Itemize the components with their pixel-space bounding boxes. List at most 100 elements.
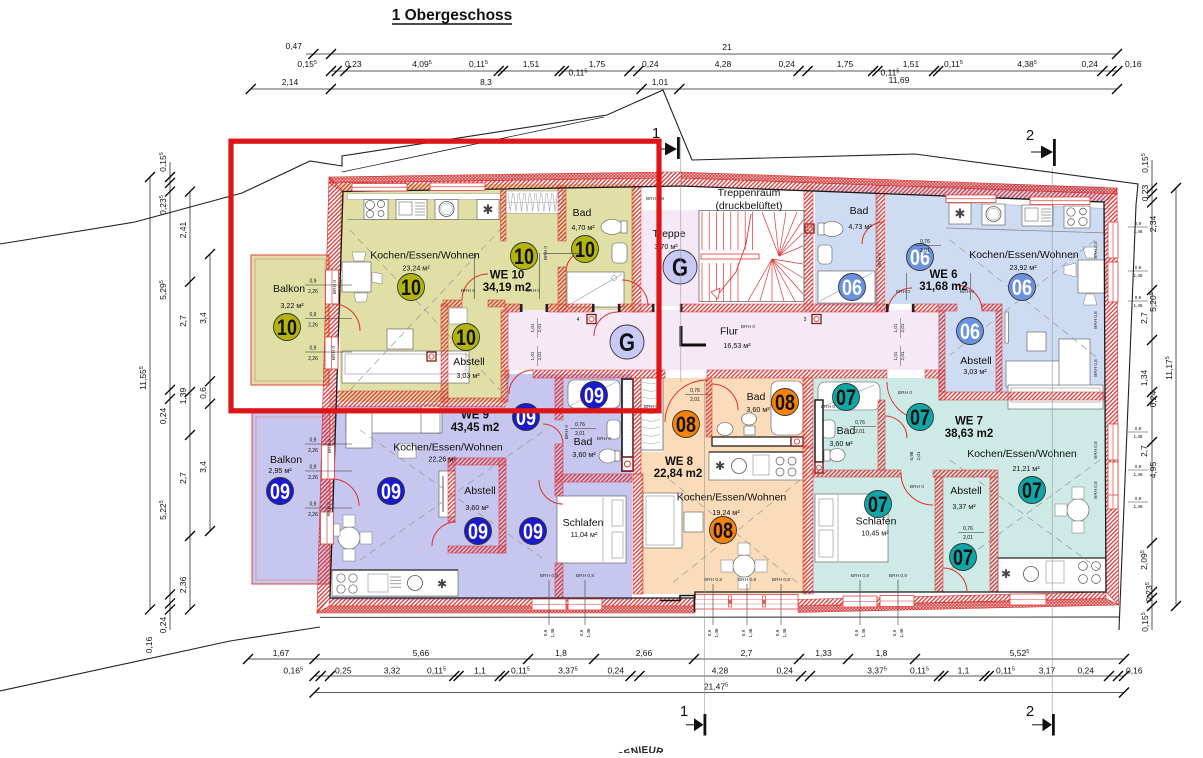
svg-text:Balkon: Balkon: [270, 454, 302, 466]
svg-text:BRH 0: BRH 0: [461, 288, 475, 294]
svg-text:BRH 0: BRH 0: [877, 253, 883, 267]
svg-text:Bad: Bad: [850, 205, 869, 217]
svg-text:09: 09: [270, 479, 290, 504]
svg-text:1,46: 1,46: [550, 628, 555, 637]
svg-text:BRH 0: BRH 0: [960, 289, 974, 295]
svg-text:0,9: 0,9: [310, 502, 317, 508]
svg-text:1,01: 1,01: [893, 351, 898, 360]
svg-text:1: 1: [680, 703, 688, 720]
svg-text:2,36: 2,36: [178, 576, 188, 593]
svg-text:Flur: Flur: [720, 326, 739, 338]
svg-text:BRH 0: BRH 0: [526, 288, 540, 294]
svg-text:0,24: 0,24: [778, 59, 795, 69]
svg-text:1,75: 1,75: [837, 59, 854, 69]
svg-text:23,24 м²: 23,24 м²: [402, 264, 430, 273]
svg-text:2,26: 2,26: [308, 512, 318, 518]
svg-text:1,51: 1,51: [903, 59, 920, 69]
svg-text:WE 6: WE 6: [929, 269, 957, 281]
svg-text:43,45 m2: 43,45 m2: [451, 422, 500, 434]
svg-text:38,63 m2: 38,63 m2: [945, 428, 994, 440]
svg-text:0,9: 0,9: [775, 629, 780, 636]
svg-text:Abstell: Abstell: [453, 356, 485, 368]
svg-text:BRH 0,8: BRH 0,8: [772, 577, 790, 583]
svg-text:08: 08: [676, 412, 696, 437]
svg-text:2,14: 2,14: [282, 77, 299, 87]
svg-text:BRH 0,8: BRH 0,8: [1093, 441, 1098, 459]
svg-text:✱: ✱: [955, 206, 966, 221]
svg-text:08: 08: [713, 518, 733, 543]
svg-text:1,46: 1,46: [1134, 434, 1143, 439]
svg-text:0,76: 0,76: [920, 239, 930, 245]
svg-text:1,01: 1,01: [893, 323, 898, 332]
svg-text:3,37 м²: 3,37 м²: [952, 502, 976, 511]
svg-text:0,24: 0,24: [607, 666, 624, 676]
svg-text:0,24: 0,24: [158, 616, 168, 633]
svg-text:BRH 0,8: BRH 0,8: [576, 573, 594, 579]
svg-text:BRH 0,8: BRH 0,8: [1093, 311, 1098, 329]
svg-text:3,60 м²: 3,60 м²: [465, 503, 489, 512]
svg-text:8,3: 8,3: [480, 77, 492, 87]
svg-text:0,9: 0,9: [310, 465, 317, 471]
svg-text:11,69: 11,69: [889, 75, 910, 85]
svg-text:10: 10: [575, 237, 595, 262]
svg-text:16,53 м²: 16,53 м²: [723, 341, 751, 350]
svg-text:1,46: 1,46: [782, 628, 787, 637]
svg-text:22,26 м²: 22,26 м²: [428, 455, 456, 464]
svg-text:09: 09: [584, 383, 604, 408]
svg-text:BRH 0: BRH 0: [543, 246, 549, 260]
svg-text:0,9: 0,9: [543, 629, 548, 636]
svg-text:0,47: 0,47: [285, 41, 302, 51]
svg-text:08: 08: [775, 390, 795, 415]
svg-text:1 Obergeschoss: 1 Obergeschoss: [392, 7, 513, 24]
svg-text:BRH 0: BRH 0: [332, 280, 338, 294]
svg-text:0,9: 0,9: [1135, 464, 1142, 469]
svg-text:0,16: 0,16: [1125, 59, 1142, 69]
svg-text:0,76: 0,76: [575, 422, 585, 428]
svg-text:0,76: 0,76: [690, 388, 700, 394]
svg-text:Balkon: Balkon: [273, 283, 305, 295]
svg-text:1,46: 1,46: [1134, 303, 1143, 308]
svg-text:11,555: 11,555: [138, 366, 148, 390]
svg-text:1,51: 1,51: [523, 59, 540, 69]
svg-text:BRH 0,8: BRH 0,8: [646, 196, 664, 202]
svg-text:BRH 0: BRH 0: [741, 324, 755, 330]
svg-text:BRH 0: BRH 0: [326, 502, 332, 516]
svg-text:10: 10: [277, 315, 297, 340]
svg-text:BRH 0: BRH 0: [821, 404, 835, 410]
svg-text:09: 09: [381, 479, 401, 504]
svg-text:BRH 0: BRH 0: [564, 425, 570, 439]
svg-text:2,01: 2,01: [575, 431, 585, 437]
svg-text:✱: ✱: [437, 577, 447, 591]
svg-text:10: 10: [401, 275, 421, 300]
svg-text:1,46: 1,46: [1134, 504, 1143, 509]
svg-text:2,66: 2,66: [636, 648, 653, 658]
svg-text:Abstell: Abstell: [960, 355, 992, 367]
svg-text:Abstell: Abstell: [464, 485, 496, 497]
svg-text:2,7: 2,7: [178, 472, 188, 484]
svg-text:Kochen/Essen/Wohnen: Kochen/Essen/Wohnen: [969, 249, 1079, 261]
svg-text:3,60 м²: 3,60 м²: [829, 439, 853, 448]
svg-text:0,25: 0,25: [335, 666, 352, 676]
svg-text:4,28: 4,28: [715, 59, 732, 69]
svg-text:✱: ✱: [483, 202, 494, 217]
svg-text:2,26: 2,26: [308, 448, 318, 454]
svg-text:2,26: 2,26: [308, 323, 318, 329]
svg-text:2,01: 2,01: [920, 248, 930, 254]
svg-text:1,67: 1,67: [273, 648, 290, 658]
svg-text:2,7: 2,7: [178, 315, 188, 327]
svg-text:BRH 0: BRH 0: [910, 484, 924, 490]
svg-text:4,73 м²: 4,73 м²: [848, 222, 872, 231]
svg-text:19,24 м²: 19,24 м²: [712, 508, 740, 517]
svg-text:0,9: 0,9: [892, 629, 897, 636]
svg-text:BRH 0,8: BRH 0,8: [1093, 481, 1098, 499]
svg-text:0,16: 0,16: [144, 636, 154, 653]
svg-text:21: 21: [722, 42, 732, 52]
svg-text:1,46: 1,46: [861, 628, 866, 637]
svg-text:2,7: 2,7: [741, 648, 753, 658]
svg-text:0,9: 0,9: [1135, 426, 1142, 431]
svg-text:4,95: 4,95: [1148, 461, 1158, 478]
svg-text:1,8: 1,8: [555, 648, 567, 658]
svg-text:1,01: 1,01: [530, 323, 535, 332]
svg-text:2,26: 2,26: [308, 356, 318, 362]
svg-text:2: 2: [1026, 703, 1034, 720]
